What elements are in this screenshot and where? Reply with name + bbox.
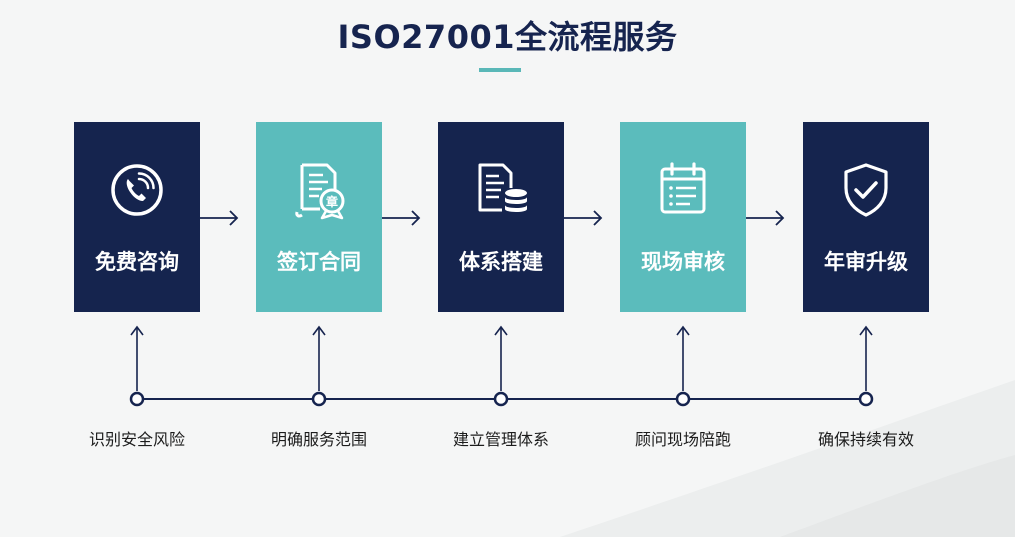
step-label: 体系搭建 [459,250,543,274]
title-underline [479,68,521,72]
step-label: 年审升级 [824,250,908,274]
contract-seal-icon: 章 [289,160,349,220]
flow-arrow-icon [200,210,239,226]
flow-arrow-icon [382,210,421,226]
step-label: 现场审核 [641,250,725,274]
step-description: 确保持续有效 [817,430,914,449]
calendar-checklist-icon [653,160,713,220]
page-title: ISO27001全流程服务 [337,18,678,56]
timeline-node [129,391,145,407]
step-card-contract: 章 签订合同 [256,122,382,312]
connector-4 [675,325,691,407]
timeline-node [311,391,327,407]
connector-2 [311,325,327,407]
document-database-icon [471,160,531,220]
step-card-audit: 现场审核 [620,122,746,312]
step-label: 免费咨询 [95,250,179,274]
step-label: 签订合同 [277,250,361,274]
connector-1 [129,325,145,407]
step-card-build: 体系搭建 [438,122,564,312]
step-description: 明确服务范围 [270,430,367,449]
phone-icon [107,160,167,220]
step-card-consult: 免费咨询 [74,122,200,312]
step-card-annual-review: 年审升级 [803,122,929,312]
connector-3 [493,325,509,407]
step-description: 识别安全风险 [88,430,185,449]
timeline-node [493,391,509,407]
flow-arrow-icon [746,210,785,226]
step-description: 顾问现场陪跑 [634,430,731,449]
svg-text:章: 章 [326,194,338,209]
step-description: 建立管理体系 [452,430,549,449]
timeline-node [858,391,874,407]
flow-arrow-icon [564,210,603,226]
shield-check-icon [836,160,896,220]
connector-5 [858,325,874,407]
timeline-node [675,391,691,407]
